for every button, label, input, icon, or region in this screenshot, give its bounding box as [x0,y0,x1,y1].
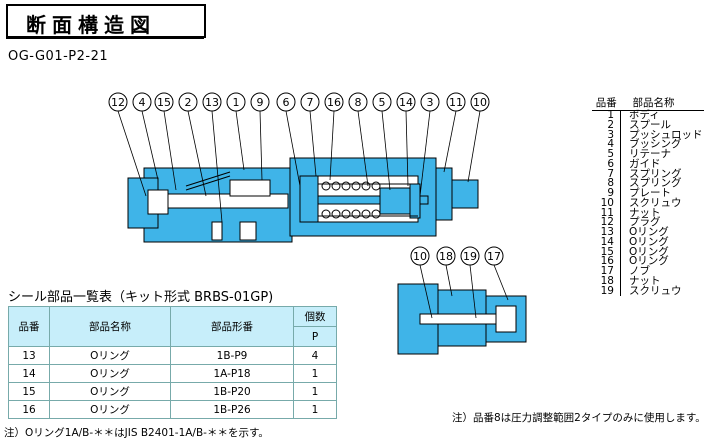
callout-14: 14 [399,96,413,109]
callout-7: 7 [307,96,314,109]
title-underline [6,36,204,39]
main-callouts: 12 4 15 2 13 1 9 6 7 16 8 5 14 3 11 10 [108,92,490,112]
callout-6: 6 [283,96,290,109]
callout-4: 4 [139,96,146,109]
model-number: OG-G01-P2-21 [8,49,109,64]
callout-13: 13 [205,96,219,109]
callout-11: 11 [449,96,463,109]
callout-detail-18: 18 [439,250,453,263]
page-title: 断面構造図 [26,13,156,37]
main-leader-lines [117,110,481,223]
seal-header-model: 部品形番 [170,306,294,347]
callout-10: 10 [473,96,487,109]
parts-header-no: 品番 [592,94,621,111]
callout-3: 3 [427,96,434,109]
seal-header-name: 部品名称 [49,306,171,347]
callout-12: 12 [111,96,125,109]
callout-detail-10: 10 [413,250,427,263]
callout-2: 2 [185,96,192,109]
note-right: 注）品番8は圧力調整範囲2タイプのみに使用します。 [452,412,706,424]
callout-5: 5 [379,96,386,109]
seal-header-qty: 個数 [293,306,337,327]
callout-1: 1 [233,96,240,109]
detail-knob-section [397,283,527,355]
callout-detail-17: 17 [487,250,501,263]
callout-detail-19: 19 [463,250,477,263]
callout-15: 15 [157,96,171,109]
callout-16: 16 [327,96,341,109]
main-valve-section [127,157,479,243]
parts-header-name: 部品名称 [620,94,704,111]
seal-table-title: シール部品一覧表（キット形式 BRBS-01GP) [8,290,274,305]
title-box: 断面構造図 [6,4,206,38]
seal-header-qty-sub: P [293,326,337,347]
callout-8: 8 [355,96,362,109]
detail-leader-lines [419,264,509,319]
seal-header-no: 品番 [8,306,50,347]
detail-callouts: 10 18 19 17 [410,246,504,266]
callout-9: 9 [257,96,264,109]
note-left: 注）Oリング1A/B-＊＊はJIS B2401-1A/B-＊＊を示す。 [4,427,269,439]
